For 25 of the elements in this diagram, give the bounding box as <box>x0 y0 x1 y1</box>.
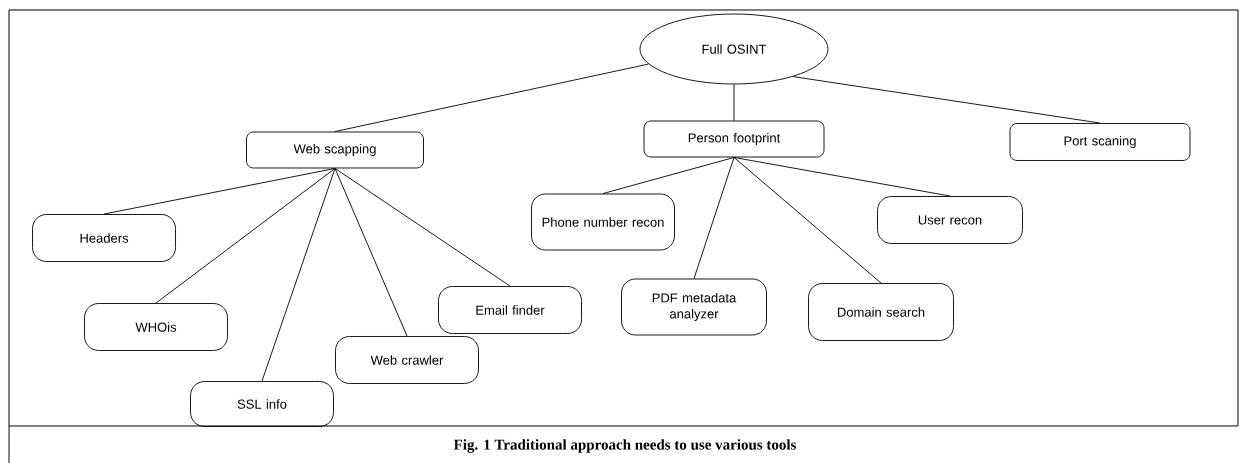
tool-box: Email finder <box>438 286 582 334</box>
tool-box: Phone number recon <box>531 193 675 251</box>
tool-box: Headers <box>32 214 176 262</box>
tool-box: Domain search <box>808 283 954 341</box>
connector-line <box>733 84 735 121</box>
category-box: Person footprint <box>643 120 825 158</box>
category-box: Web scapping <box>246 131 424 169</box>
tool-box: User recon <box>877 196 1023 244</box>
tool-box: SSL info <box>190 381 334 427</box>
tool-box: WHOis <box>84 303 228 351</box>
tool-box: PDF metadata analyzer <box>621 278 767 336</box>
tool-box: Web crawler <box>335 336 479 384</box>
connector-line <box>693 157 735 279</box>
connector-line <box>733 157 882 284</box>
connector-line <box>155 168 336 304</box>
category-box: Port scaning <box>1009 123 1191 161</box>
connector-line <box>103 168 336 215</box>
connector-line <box>261 168 336 382</box>
connector-line <box>334 63 649 132</box>
connector-line <box>792 76 1101 124</box>
connector-line <box>334 168 408 337</box>
connector-line <box>733 157 951 197</box>
connector-line <box>334 168 511 287</box>
connector-line <box>602 157 735 194</box>
figure-caption: Fig. 1 Traditional approach needs to use various tools <box>453 439 797 453</box>
